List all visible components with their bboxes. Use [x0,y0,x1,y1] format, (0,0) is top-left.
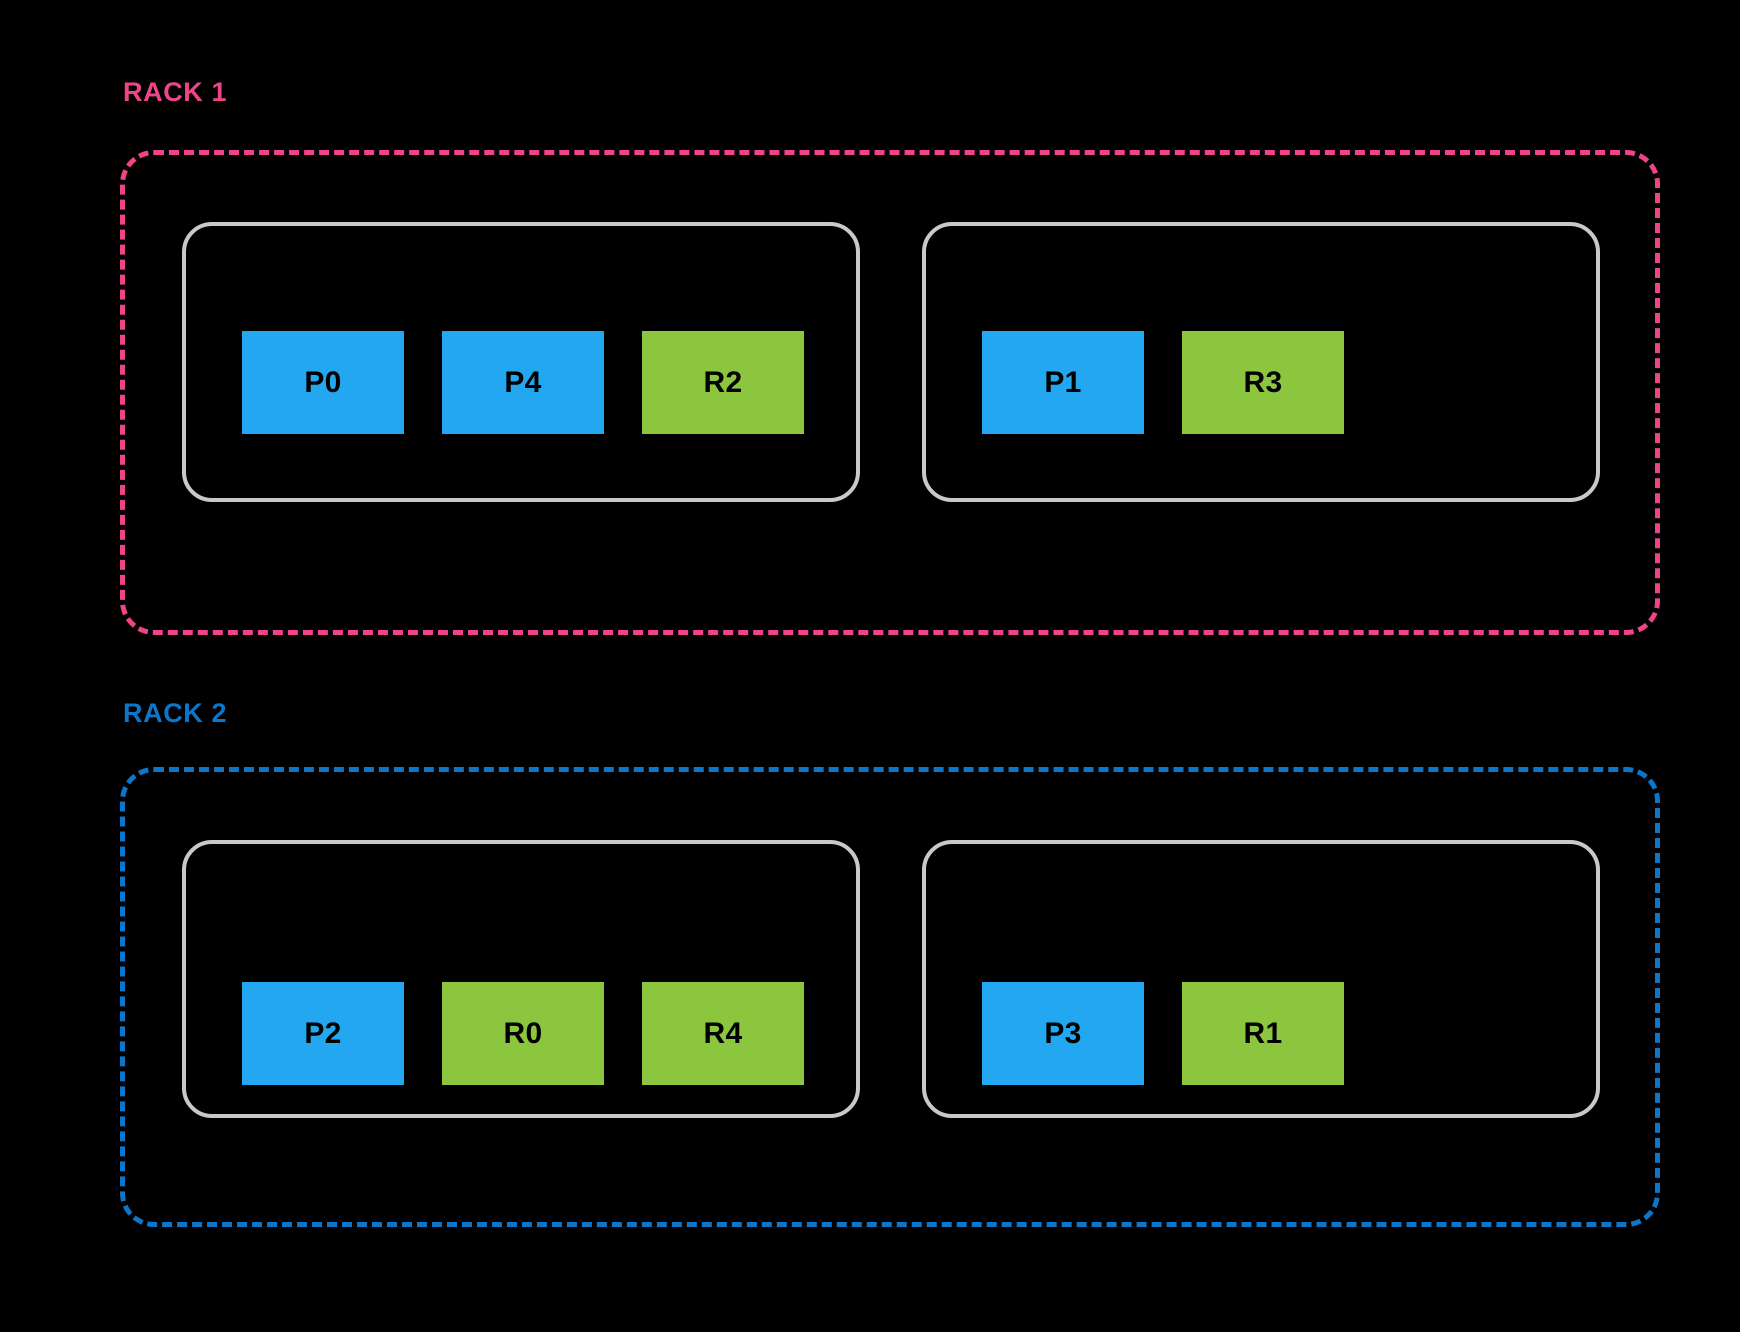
replica-chip-r2: R2 [642,331,804,434]
node-box-2-2 [922,840,1600,1118]
rack-label-2: RACK 2 [123,698,228,728]
node-box-2-1 [182,840,860,1118]
node-box-1-1 [182,222,860,502]
partition-chip-p4: P4 [442,331,604,434]
rack-boundary-2 [120,767,1660,1227]
replica-chip-r4: R4 [642,982,804,1085]
partition-chip-p2: P2 [242,982,404,1085]
replica-chip-r3: R3 [1182,331,1344,434]
partition-chip-p1: P1 [982,331,1144,434]
partition-chip-p3: P3 [982,982,1144,1085]
rack-label-1: RACK 1 [123,77,228,107]
node-box-1-2 [922,222,1600,502]
rack-boundary-1 [120,150,1660,635]
partition-chip-p0: P0 [242,331,404,434]
replica-chip-r1: R1 [1182,982,1344,1085]
replica-chip-r0: R0 [442,982,604,1085]
